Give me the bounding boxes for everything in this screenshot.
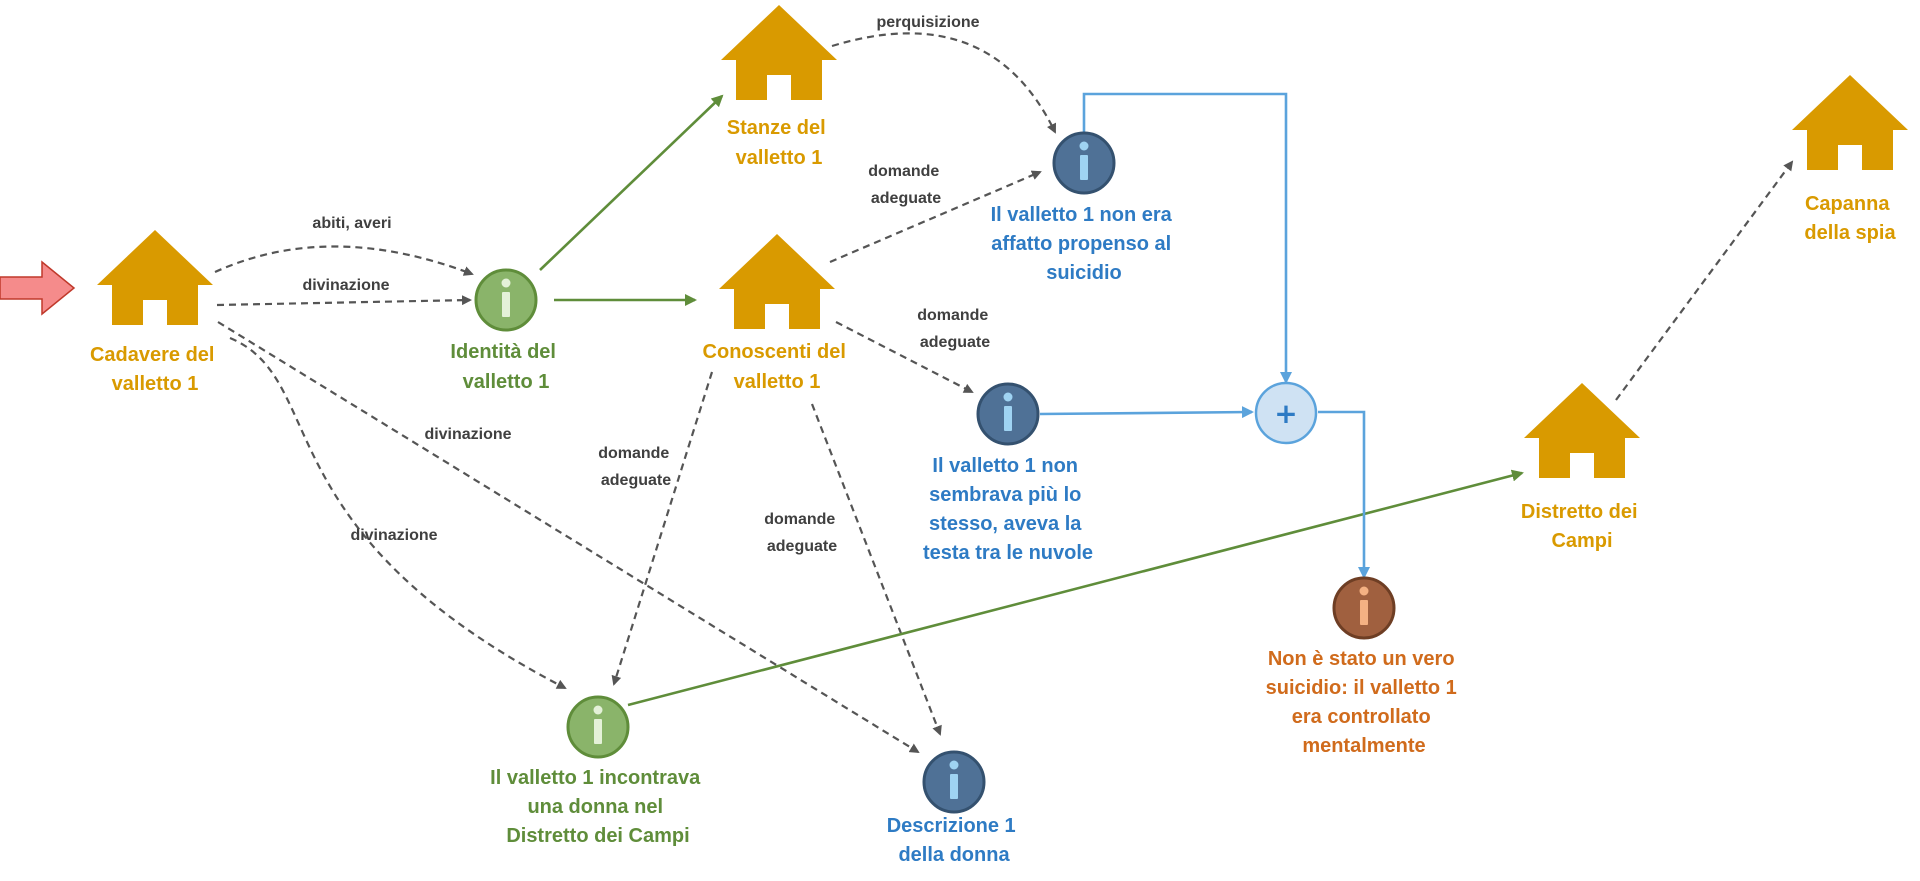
node-descrizione[interactable]: Descrizione 1 della donna (887, 750, 1022, 866)
node-label-stanze: Stanze del valletto 1 (727, 117, 831, 169)
edge-label-domande-3: domande adeguate (598, 445, 674, 489)
edge-stanze-propenso-perquisizione (831, 32, 1057, 134)
info-icon (1332, 576, 1396, 640)
node-combine[interactable]: + (1254, 381, 1318, 445)
house-icon (1792, 75, 1908, 170)
node-label-propenso: Il valletto 1 non era affatto propenso a… (991, 204, 1178, 284)
info-icon (566, 695, 630, 759)
edge-label-domande-2: domande adeguate (917, 307, 993, 351)
start-arrow-icon (0, 260, 76, 316)
node-label-cadavere: Cadavere del valletto 1 (90, 344, 220, 395)
info-icon (922, 750, 986, 814)
node-stanze[interactable]: Stanze del valletto 1 (721, 5, 837, 169)
connector-nuvole-combine (1039, 406, 1254, 419)
node-cadavere[interactable]: Cadavere del valletto 1 (90, 230, 220, 395)
node-label-conoscenti: Conoscenti del valletto 1 (703, 341, 852, 393)
edge-cadavere-donna-divinazione (229, 336, 567, 689)
info-icon (1052, 131, 1116, 195)
house-icon (719, 234, 835, 329)
house-icon (721, 5, 837, 100)
edge-donna-distretto (627, 469, 1524, 707)
dashed-edges (214, 32, 1794, 754)
edge-label-divinazione-2: divinazione (424, 426, 511, 443)
edge-cadavere-descrizione-divinazione (217, 321, 920, 754)
node-capanna[interactable]: Capanna della spia (1792, 75, 1908, 244)
edge-identita-stanze (539, 94, 724, 271)
edge-label-divinazione-3: divinazione (350, 527, 437, 544)
edge-cadavere-identita-abiti (214, 245, 474, 276)
blue-connectors (1039, 92, 1370, 579)
edge-label-perquisizione: perquisizione (876, 14, 979, 31)
node-label-descrizione: Descrizione 1 della donna (887, 815, 1022, 866)
plus-icon (1254, 381, 1318, 445)
node-label-capanna: Capanna della spia (1804, 193, 1896, 244)
edge-label-domande-1: domande adeguate (868, 163, 944, 207)
info-icon (976, 382, 1040, 446)
node-label-distretto: Distretto dei Campi (1521, 501, 1643, 552)
edge-conoscenti-donna (611, 371, 714, 686)
house-icon (1524, 383, 1640, 478)
node-identita[interactable]: Identità del valletto 1 (450, 268, 561, 393)
node-label-vero-suicidio: Non è stato un vero suicidio: il vallett… (1266, 648, 1463, 757)
edge-distretto-capanna (1615, 160, 1794, 401)
connector-combine-verosuicidio (1318, 410, 1370, 579)
edge-labels: abiti, averi divinazione divinazione div… (302, 14, 993, 555)
edge-cadavere-identita-divinazione (216, 295, 472, 307)
house-icon (97, 230, 213, 325)
node-label-identita: Identità del valletto 1 (450, 341, 561, 393)
edge-label-domande-4: domande adeguate (764, 511, 840, 555)
connector-propenso-combine (1082, 92, 1292, 384)
edge-conoscenti-nuvole (835, 321, 974, 393)
node-label-nuvole: Il valletto 1 non sembrava più lo stesso… (923, 455, 1093, 564)
node-propenso[interactable]: Il valletto 1 non era affatto propenso a… (991, 131, 1178, 284)
green-edges (539, 94, 1524, 707)
node-donna[interactable]: Il valletto 1 incontrava una donna nel D… (490, 695, 706, 847)
edge-conoscenti-propenso (829, 170, 1042, 264)
edge-label-abiti: abiti, averi (312, 215, 391, 232)
edge-conoscenti-descrizione (810, 403, 942, 736)
node-conoscenti[interactable]: Conoscenti del valletto 1 (703, 234, 852, 393)
edge-label-divinazione-1: divinazione (302, 277, 389, 294)
combine-symbol: + (1274, 397, 1297, 430)
node-nuvole[interactable]: Il valletto 1 non sembrava più lo stesso… (923, 382, 1093, 564)
node-label-donna: Il valletto 1 incontrava una donna nel D… (490, 767, 706, 847)
node-distretto[interactable]: Distretto dei Campi (1521, 383, 1643, 552)
node-vero-suicidio[interactable]: Non è stato un vero suicidio: il vallett… (1266, 576, 1463, 757)
info-icon (474, 268, 538, 332)
